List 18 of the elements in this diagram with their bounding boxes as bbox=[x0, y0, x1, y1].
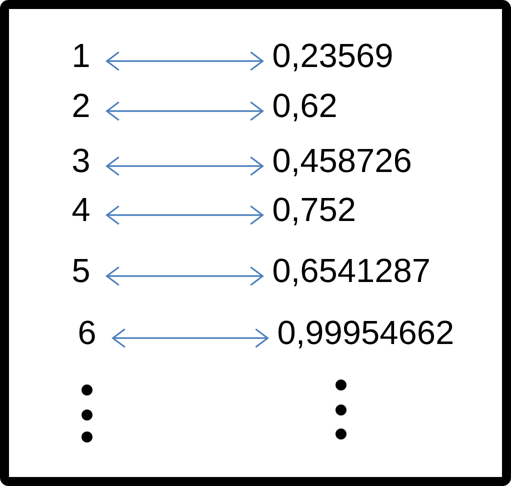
double-arrow bbox=[106, 101, 264, 121]
row-number: 2 bbox=[73, 94, 89, 117]
row-number: 3 bbox=[72, 148, 89, 172]
double-arrow bbox=[106, 205, 264, 225]
double-arrow bbox=[106, 51, 264, 71]
decimal-value: 0,752 bbox=[274, 198, 354, 226]
row-number: 1 bbox=[74, 44, 89, 67]
row-number: 6 bbox=[79, 320, 95, 344]
double-arrow bbox=[106, 156, 264, 176]
double-arrow bbox=[106, 266, 264, 286]
decimal-value: 0,23569 bbox=[274, 44, 392, 72]
decimal-value: 0,6541287 bbox=[274, 258, 429, 286]
row-number: 5 bbox=[73, 258, 89, 282]
decimal-value: 0,99954662 bbox=[278, 320, 452, 348]
decimal-value: 0,458726 bbox=[274, 148, 410, 176]
double-arrow bbox=[112, 328, 269, 348]
decimal-value: 0,62 bbox=[274, 94, 336, 122]
row-number: 4 bbox=[72, 198, 90, 221]
